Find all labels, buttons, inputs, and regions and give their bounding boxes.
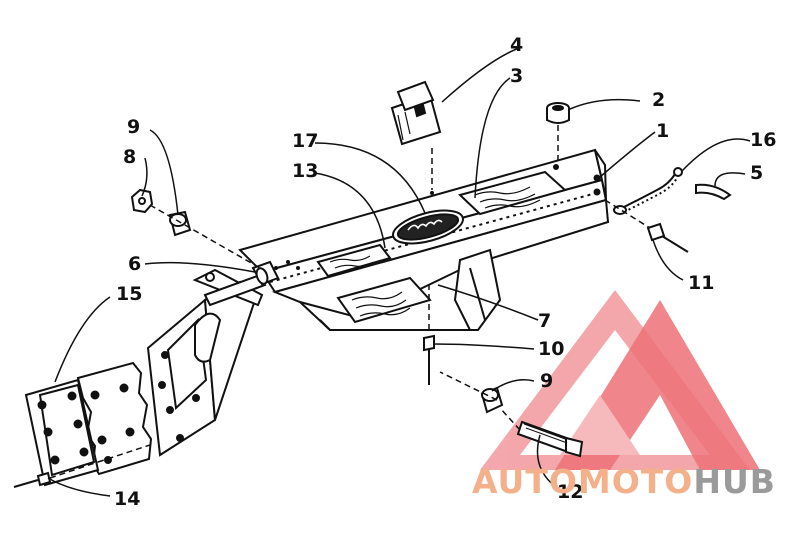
callout-9-upper: 9: [127, 116, 141, 138]
bolt: [516, 420, 584, 458]
callout-3: 3: [510, 65, 524, 87]
callout-10: 10: [538, 338, 565, 360]
clip: [695, 183, 732, 201]
callout-2: 2: [652, 89, 666, 111]
callout-15: 15: [116, 283, 143, 305]
callout-7: 7: [538, 310, 552, 332]
gasket: [76, 361, 153, 476]
watermark-wordmark: AUTOMOTOHUB: [472, 462, 776, 501]
callout-16: 16: [750, 129, 777, 151]
bushing-lower: [480, 386, 504, 414]
bushing-upper: [168, 210, 192, 237]
assembly-axes: [49, 125, 651, 479]
hitch-bracket: [146, 268, 267, 457]
backing-plate: [24, 378, 100, 487]
plug: [546, 102, 570, 124]
nut-upper: [130, 188, 154, 214]
leader-lines: [47, 46, 751, 497]
watermark-text-part1: AUTOMOTO: [472, 462, 694, 501]
watermark-text-part2: HUB: [693, 462, 776, 501]
callout-4: 4: [510, 34, 524, 56]
callout-14: 14: [114, 488, 141, 510]
callout-9-lower: 9: [540, 370, 554, 392]
callout-1: 1: [656, 120, 670, 142]
tether-cable: [613, 167, 683, 215]
decal-oval: [392, 209, 464, 245]
watermark-logo-icon: [480, 290, 760, 470]
callout-12: 12: [557, 481, 584, 503]
callout-11: 11: [688, 272, 715, 294]
callout-5: 5: [750, 162, 764, 184]
callout-17: 17: [292, 130, 319, 152]
tag-label: [390, 80, 442, 146]
rivet: [13, 471, 52, 488]
callout-13: 13: [292, 160, 319, 182]
pin: [646, 222, 689, 253]
callout-8: 8: [123, 146, 137, 168]
callout-6: 6: [128, 253, 142, 275]
deck-holes: [274, 164, 559, 270]
traction-pads: [316, 170, 568, 324]
stud-bolt: [423, 334, 435, 385]
